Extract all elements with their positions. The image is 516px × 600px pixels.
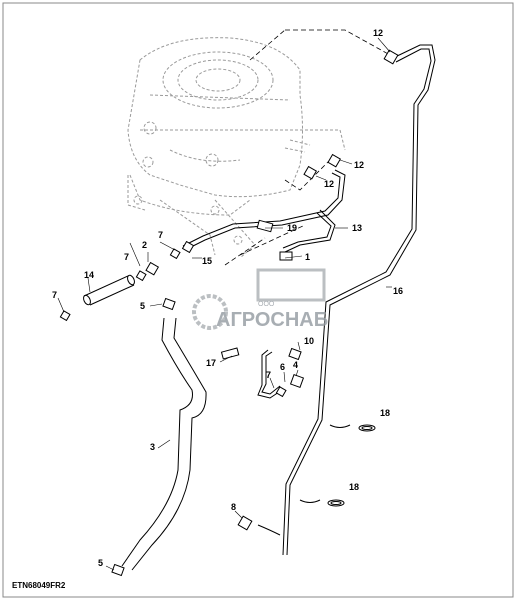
gear-icon: [192, 294, 228, 330]
clip-18: [257, 424, 376, 536]
callout-13: 13: [352, 223, 362, 233]
callout-17: 17: [206, 358, 216, 368]
watermark-brand-text: АГРОСНАБ: [216, 309, 328, 331]
callout-14: 14: [84, 270, 94, 280]
callout-10: 10: [304, 336, 314, 346]
callout-16: 16: [393, 286, 403, 296]
callout-leaders: [57, 37, 392, 571]
callout-numbers: 12 12 12 13 19 15 1 16 2 7 7 7 7 14 5 5 …: [52, 28, 403, 568]
callout-18-lower: 18: [349, 482, 359, 492]
fuel-line-13: [182, 169, 346, 251]
callout-7-c: 7: [52, 290, 57, 300]
callout-5-lower: 5: [98, 558, 103, 568]
hose-14: [83, 274, 135, 306]
callout-12-top: 12: [373, 28, 383, 38]
drawing-code: ETN68049FR2: [12, 581, 66, 590]
watermark: ООО АГРОСНАБ: [192, 268, 328, 331]
callout-18-upper: 18: [380, 408, 390, 418]
engine-outline: [127, 37, 346, 259]
callout-2: 2: [142, 240, 147, 250]
callout-7-a: 7: [124, 252, 129, 262]
callout-4: 4: [293, 360, 298, 370]
callout-12-mid: 12: [324, 179, 334, 189]
callout-12-right: 12: [354, 160, 364, 170]
tractor-icon: [256, 268, 326, 302]
callout-7-d: 7: [266, 370, 271, 380]
callout-1: 1: [305, 252, 310, 262]
leader-lines: [224, 29, 391, 266]
fittings: [59, 49, 399, 577]
fuel-line-lower: [257, 349, 283, 399]
fuel-line-16: [282, 44, 436, 556]
callout-8: 8: [231, 502, 236, 512]
fuel-line-13-branch: [282, 209, 336, 253]
callout-7-b: 7: [158, 230, 163, 240]
watermark-small-text: ООО: [258, 301, 275, 308]
hose-3: [121, 317, 207, 571]
callout-6: 6: [280, 362, 285, 372]
callout-3: 3: [150, 442, 155, 452]
callout-15: 15: [202, 256, 212, 266]
callout-5-upper: 5: [140, 301, 145, 311]
callout-19: 19: [287, 223, 297, 233]
